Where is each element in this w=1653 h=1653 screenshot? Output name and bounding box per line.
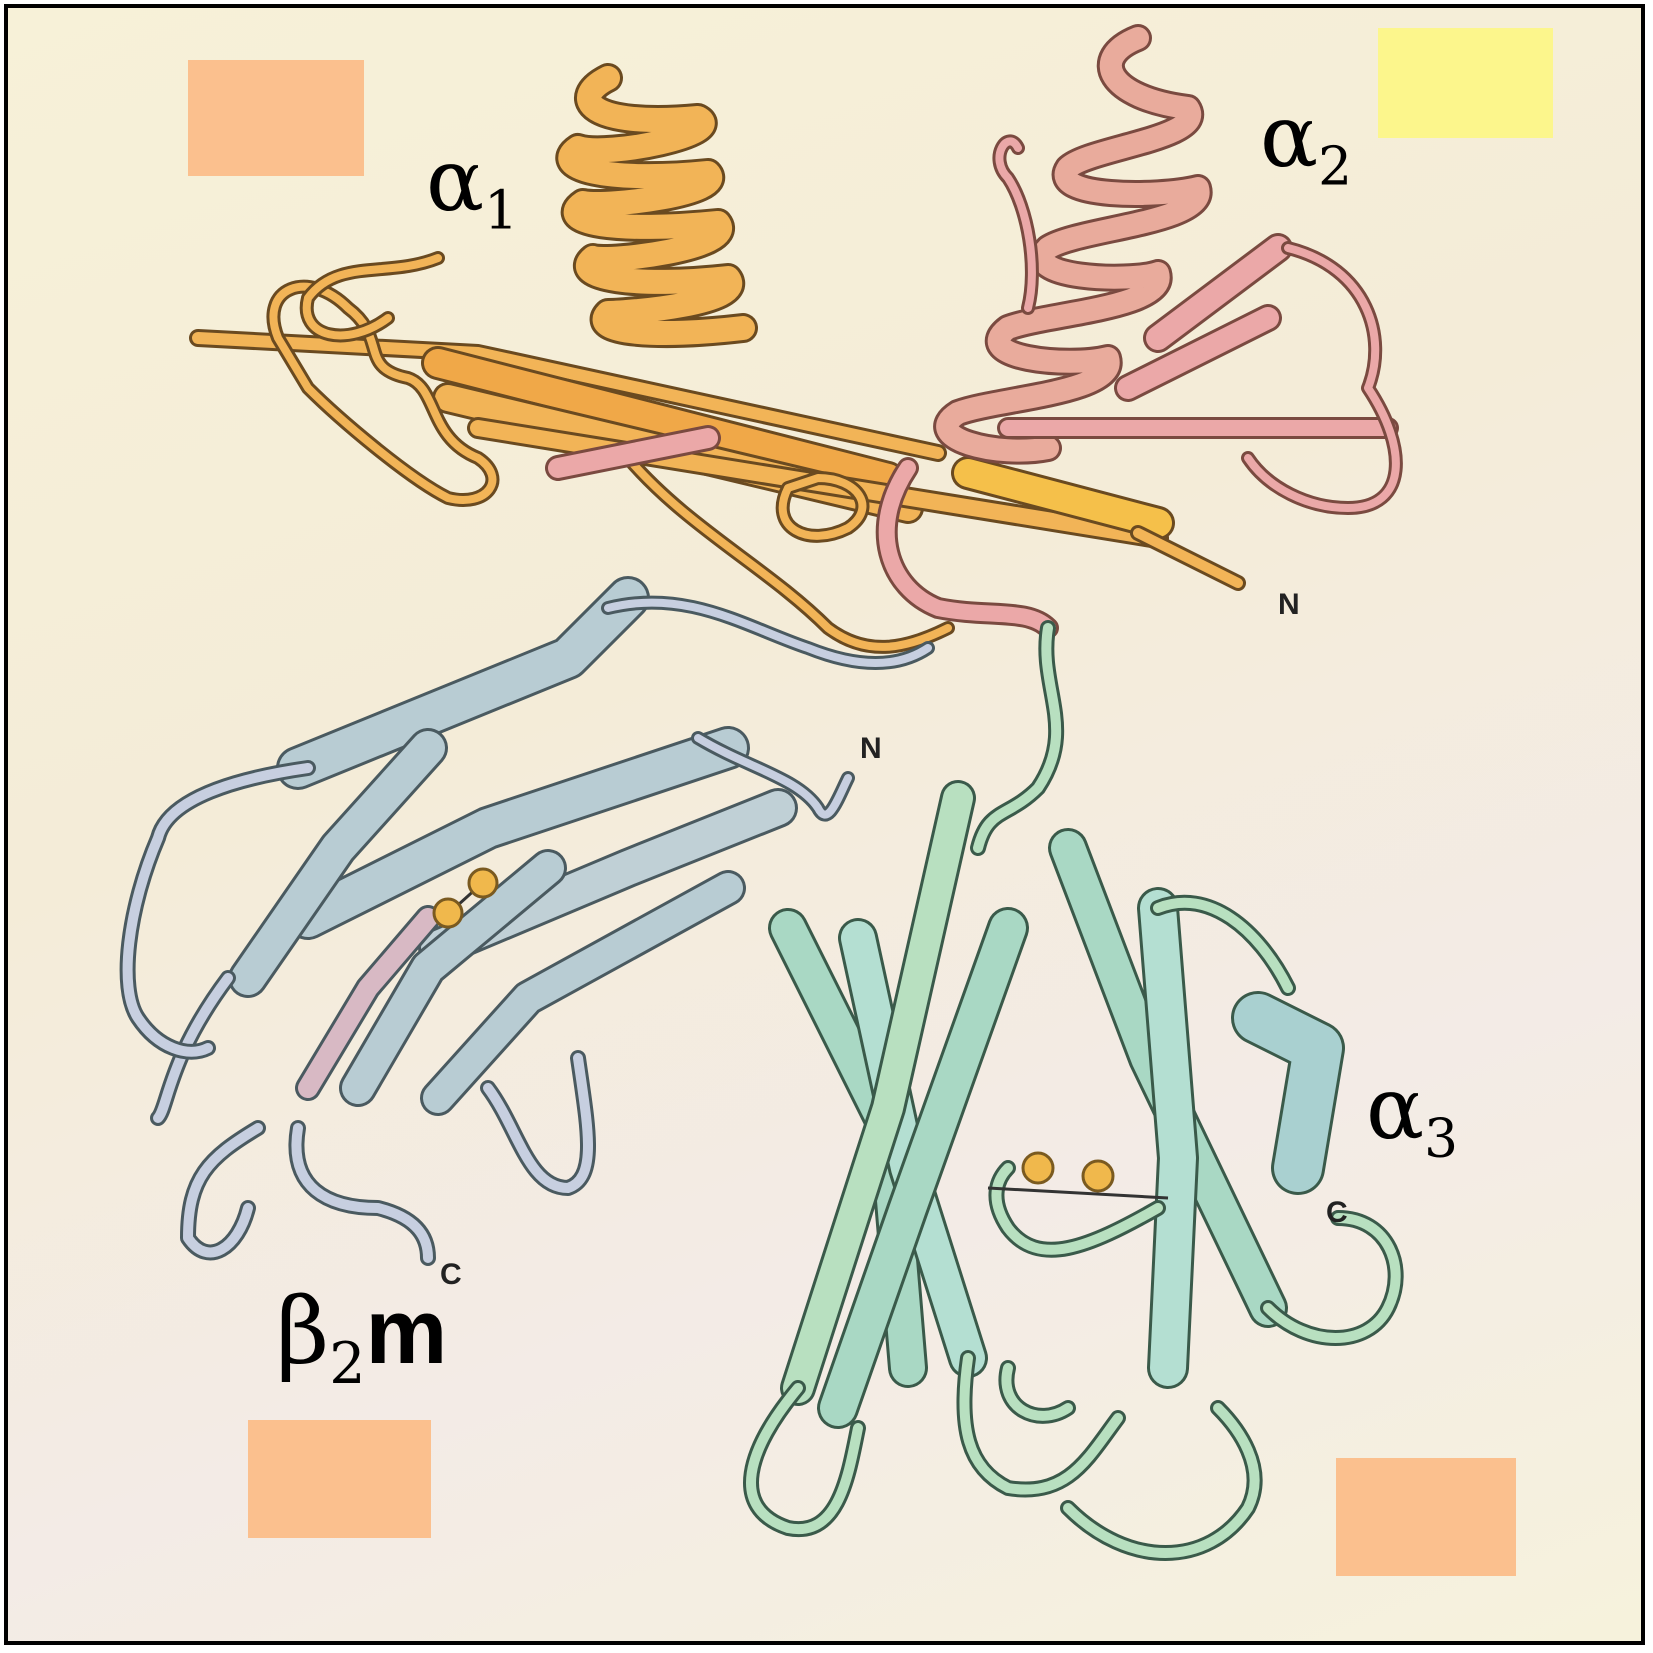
label-box-top-left: [188, 60, 364, 176]
beta2m-label: β2m: [276, 1278, 448, 1397]
label-box-bottom-left: [248, 1420, 431, 1538]
alpha2-domain: [545, 24, 1403, 639]
b2m-domain: [119, 576, 935, 1266]
alpha1-sheet: [189, 329, 1246, 591]
alpha3-label: α3: [1366, 1059, 1458, 1170]
alpha2-sheet: [545, 233, 1399, 481]
label-box-top-right: [1378, 28, 1553, 138]
disulfide-bond-b2m: [432, 867, 499, 929]
b2m-strands: [228, 576, 798, 1116]
alpha2-label: α2: [1260, 87, 1352, 198]
mhc-ribbon-structure: [119, 24, 1404, 1561]
disulfide-bond-alpha3: [987, 1151, 1169, 1200]
alpha1-label: α1: [426, 131, 518, 242]
diagram-frame: α1 α2 α3 β2m N N C C: [4, 4, 1645, 1645]
n-terminus-heavy-chain: N: [1278, 588, 1300, 621]
alpha1-domain: [189, 63, 1246, 654]
alpha2-loops: [875, 134, 1403, 639]
alpha3-domain: [743, 620, 1404, 1561]
alpha3-loops: [743, 620, 1404, 1561]
alpha3-strands: [768, 780, 1345, 1429]
n-terminus-b2m: N: [860, 732, 882, 765]
alpha2-helix: [933, 24, 1213, 465]
c-terminus-alpha3: C: [1326, 1196, 1348, 1229]
label-box-bottom-right: [1336, 1458, 1516, 1576]
alpha1-helix: [555, 63, 758, 348]
c-terminus-b2m: C: [440, 1258, 462, 1291]
alpha1-loops: [266, 251, 955, 654]
b2m-loops: [119, 595, 935, 1266]
